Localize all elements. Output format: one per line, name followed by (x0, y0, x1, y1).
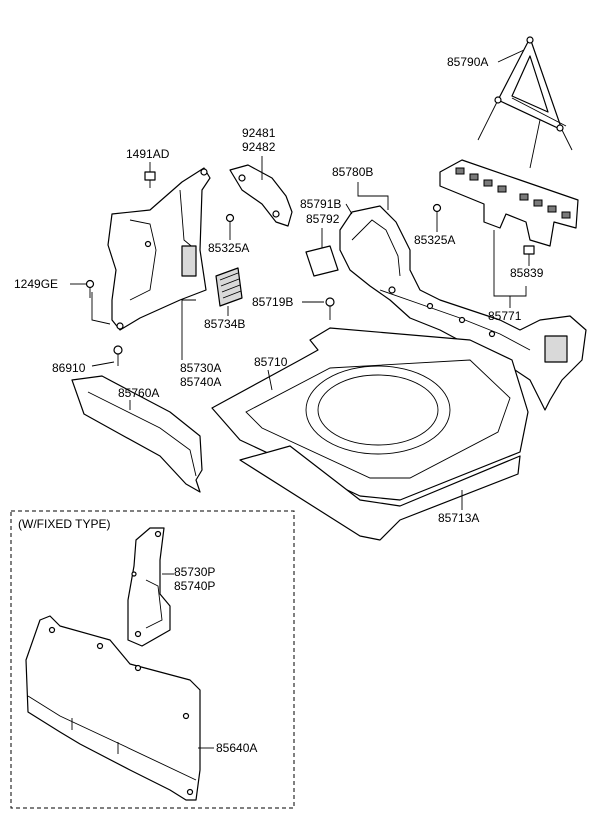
label-85740P: 85740P (174, 579, 215, 593)
label-92481: 92481 (242, 126, 276, 140)
label-85760A: 85760A (118, 386, 159, 400)
fixed-type-box (10, 510, 295, 809)
label-85710: 85710 (254, 355, 288, 369)
label-85790A: 85790A (447, 55, 488, 69)
label-1491AD: 1491AD (126, 147, 170, 161)
bolt-85719B (325, 297, 335, 320)
lamp-cover-part (229, 164, 293, 227)
screw-1249GE (85, 279, 95, 298)
label-85325A-right: 85325A (414, 233, 455, 247)
label-86910: 86910 (52, 361, 86, 375)
label-85792: 85792 (306, 212, 340, 226)
label-1249GE: 1249GE (14, 277, 58, 291)
label-85740A: 85740A (180, 375, 221, 389)
fixed-floor-panel-part (25, 615, 201, 801)
label-85325A-left: 85325A (208, 241, 249, 255)
fixed-type-title: (W/FIXED TYPE) (18, 517, 110, 531)
label-85780B: 85780B (332, 165, 373, 179)
clip-86910 (113, 345, 123, 366)
label-85713A: 85713A (438, 511, 479, 525)
warning-triangle-part (477, 36, 573, 169)
label-85839: 85839 (510, 266, 544, 280)
vent-grille-part (215, 267, 243, 307)
screw-85325A-left (225, 213, 235, 232)
label-85640A: 85640A (216, 741, 257, 755)
label-85791B: 85791B (300, 197, 341, 211)
sill-trim-part (71, 375, 203, 493)
floor-board-part (239, 445, 521, 541)
fixed-side-trim-part (127, 527, 171, 647)
label-85734B: 85734B (204, 317, 245, 331)
label-85730P: 85730P (174, 565, 215, 579)
label-85771: 85771 (488, 309, 522, 323)
rear-side-panel-part (339, 205, 587, 411)
left-side-trim-part (107, 167, 211, 331)
clip-1491AD (144, 171, 156, 188)
label-92482: 92482 (242, 140, 276, 154)
rear-shelf-bracket-part (439, 159, 579, 247)
clip-85839 (523, 245, 535, 260)
label-85730A: 85730A (180, 361, 221, 375)
small-cover-85792 (305, 245, 339, 277)
label-85719B: 85719B (252, 295, 293, 309)
screw-85325A-right (432, 203, 442, 222)
